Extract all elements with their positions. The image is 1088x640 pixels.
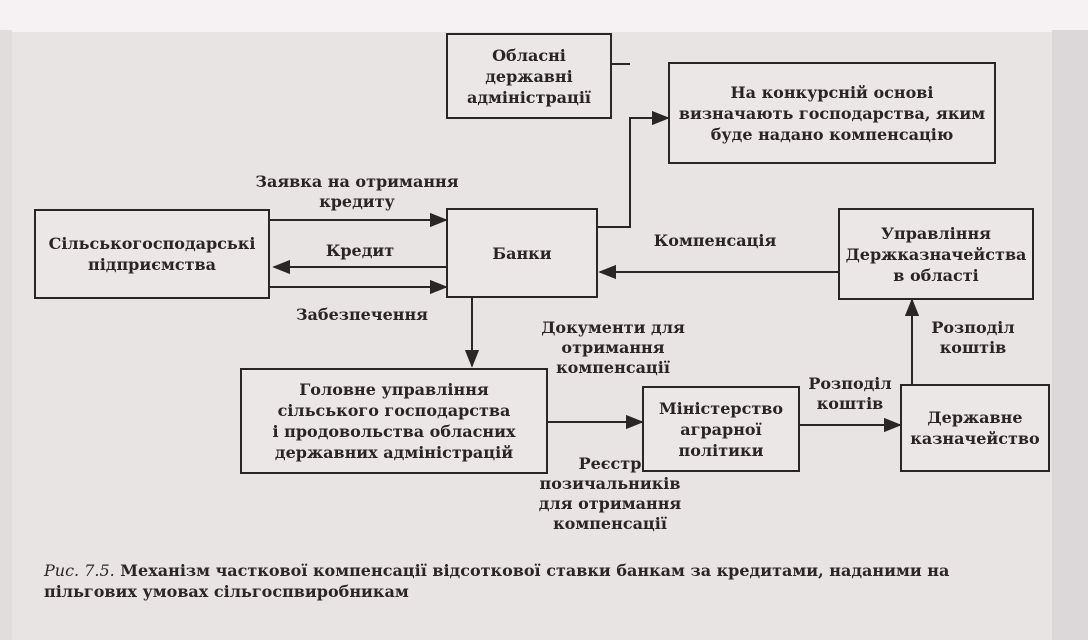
figure-number: Рис. 7.5. bbox=[44, 561, 115, 580]
node-konkurs-label: На конкурсній основі визначають господар… bbox=[678, 82, 986, 144]
node-golovne-upravlinnia: Головне управління сільського господарст… bbox=[240, 368, 548, 474]
edge-label-reiestr: Реєстр позичальників для отримання компе… bbox=[538, 454, 682, 533]
node-derzh-kazn-label: Державне казначейство bbox=[910, 408, 1040, 448]
node-golovne-label: Головне управління сільського господарст… bbox=[272, 380, 516, 462]
node-upravlinnia-label: Управління Держказначейства в області bbox=[845, 223, 1027, 285]
node-silgosp-pidpryiemstva: Сільськогосподарські підприємства bbox=[34, 209, 270, 299]
node-oblasni-label: Обласні державні адміністрації bbox=[467, 45, 591, 107]
edge-label-kompensatsiia: Компенсація bbox=[653, 231, 777, 250]
edge-label-zabezpechennia: Забезпечення bbox=[296, 305, 428, 324]
figure-caption: Рис. 7.5. Механізм часткової компенсації… bbox=[44, 560, 1044, 602]
edge-label-dokumenty: Документи для отримання компенсації bbox=[541, 318, 685, 377]
figure-caption-text: Механізм часткової компенсації відсотков… bbox=[44, 561, 950, 601]
node-banky: Банки bbox=[446, 208, 598, 298]
edge-label-kredyt: Кредит bbox=[325, 241, 395, 260]
node-ministerstvo-label: Міністерство аграрної політики bbox=[658, 398, 784, 460]
node-oblasni-administratsii: Обласні державні адміністрації bbox=[446, 33, 612, 119]
node-banky-label: Банки bbox=[492, 243, 552, 263]
edge-label-rozpodil-1: Розподіл коштів bbox=[808, 374, 892, 413]
page-right-edge bbox=[1052, 30, 1088, 640]
node-derzhavne-kaznacheistvo: Державне казначейство bbox=[900, 384, 1050, 472]
page-left-edge bbox=[0, 30, 12, 640]
node-upravlinnia-derzhkaznacheistva: Управління Держказначейства в області bbox=[838, 208, 1034, 300]
node-ministerstvo: Міністерство аграрної політики bbox=[642, 386, 800, 472]
node-silgosp-label: Сільськогосподарські підприємства bbox=[48, 234, 256, 274]
banky-to-konkurs-connector bbox=[598, 110, 670, 228]
node-konkurs: На конкурсній основі визначають господар… bbox=[668, 62, 996, 164]
edge-label-zaiavka: Заявка на отримання кредиту bbox=[255, 172, 459, 211]
edge-label-rozpodil-2: Розподіл коштів bbox=[931, 318, 1015, 357]
page-top-edge bbox=[0, 0, 1088, 32]
